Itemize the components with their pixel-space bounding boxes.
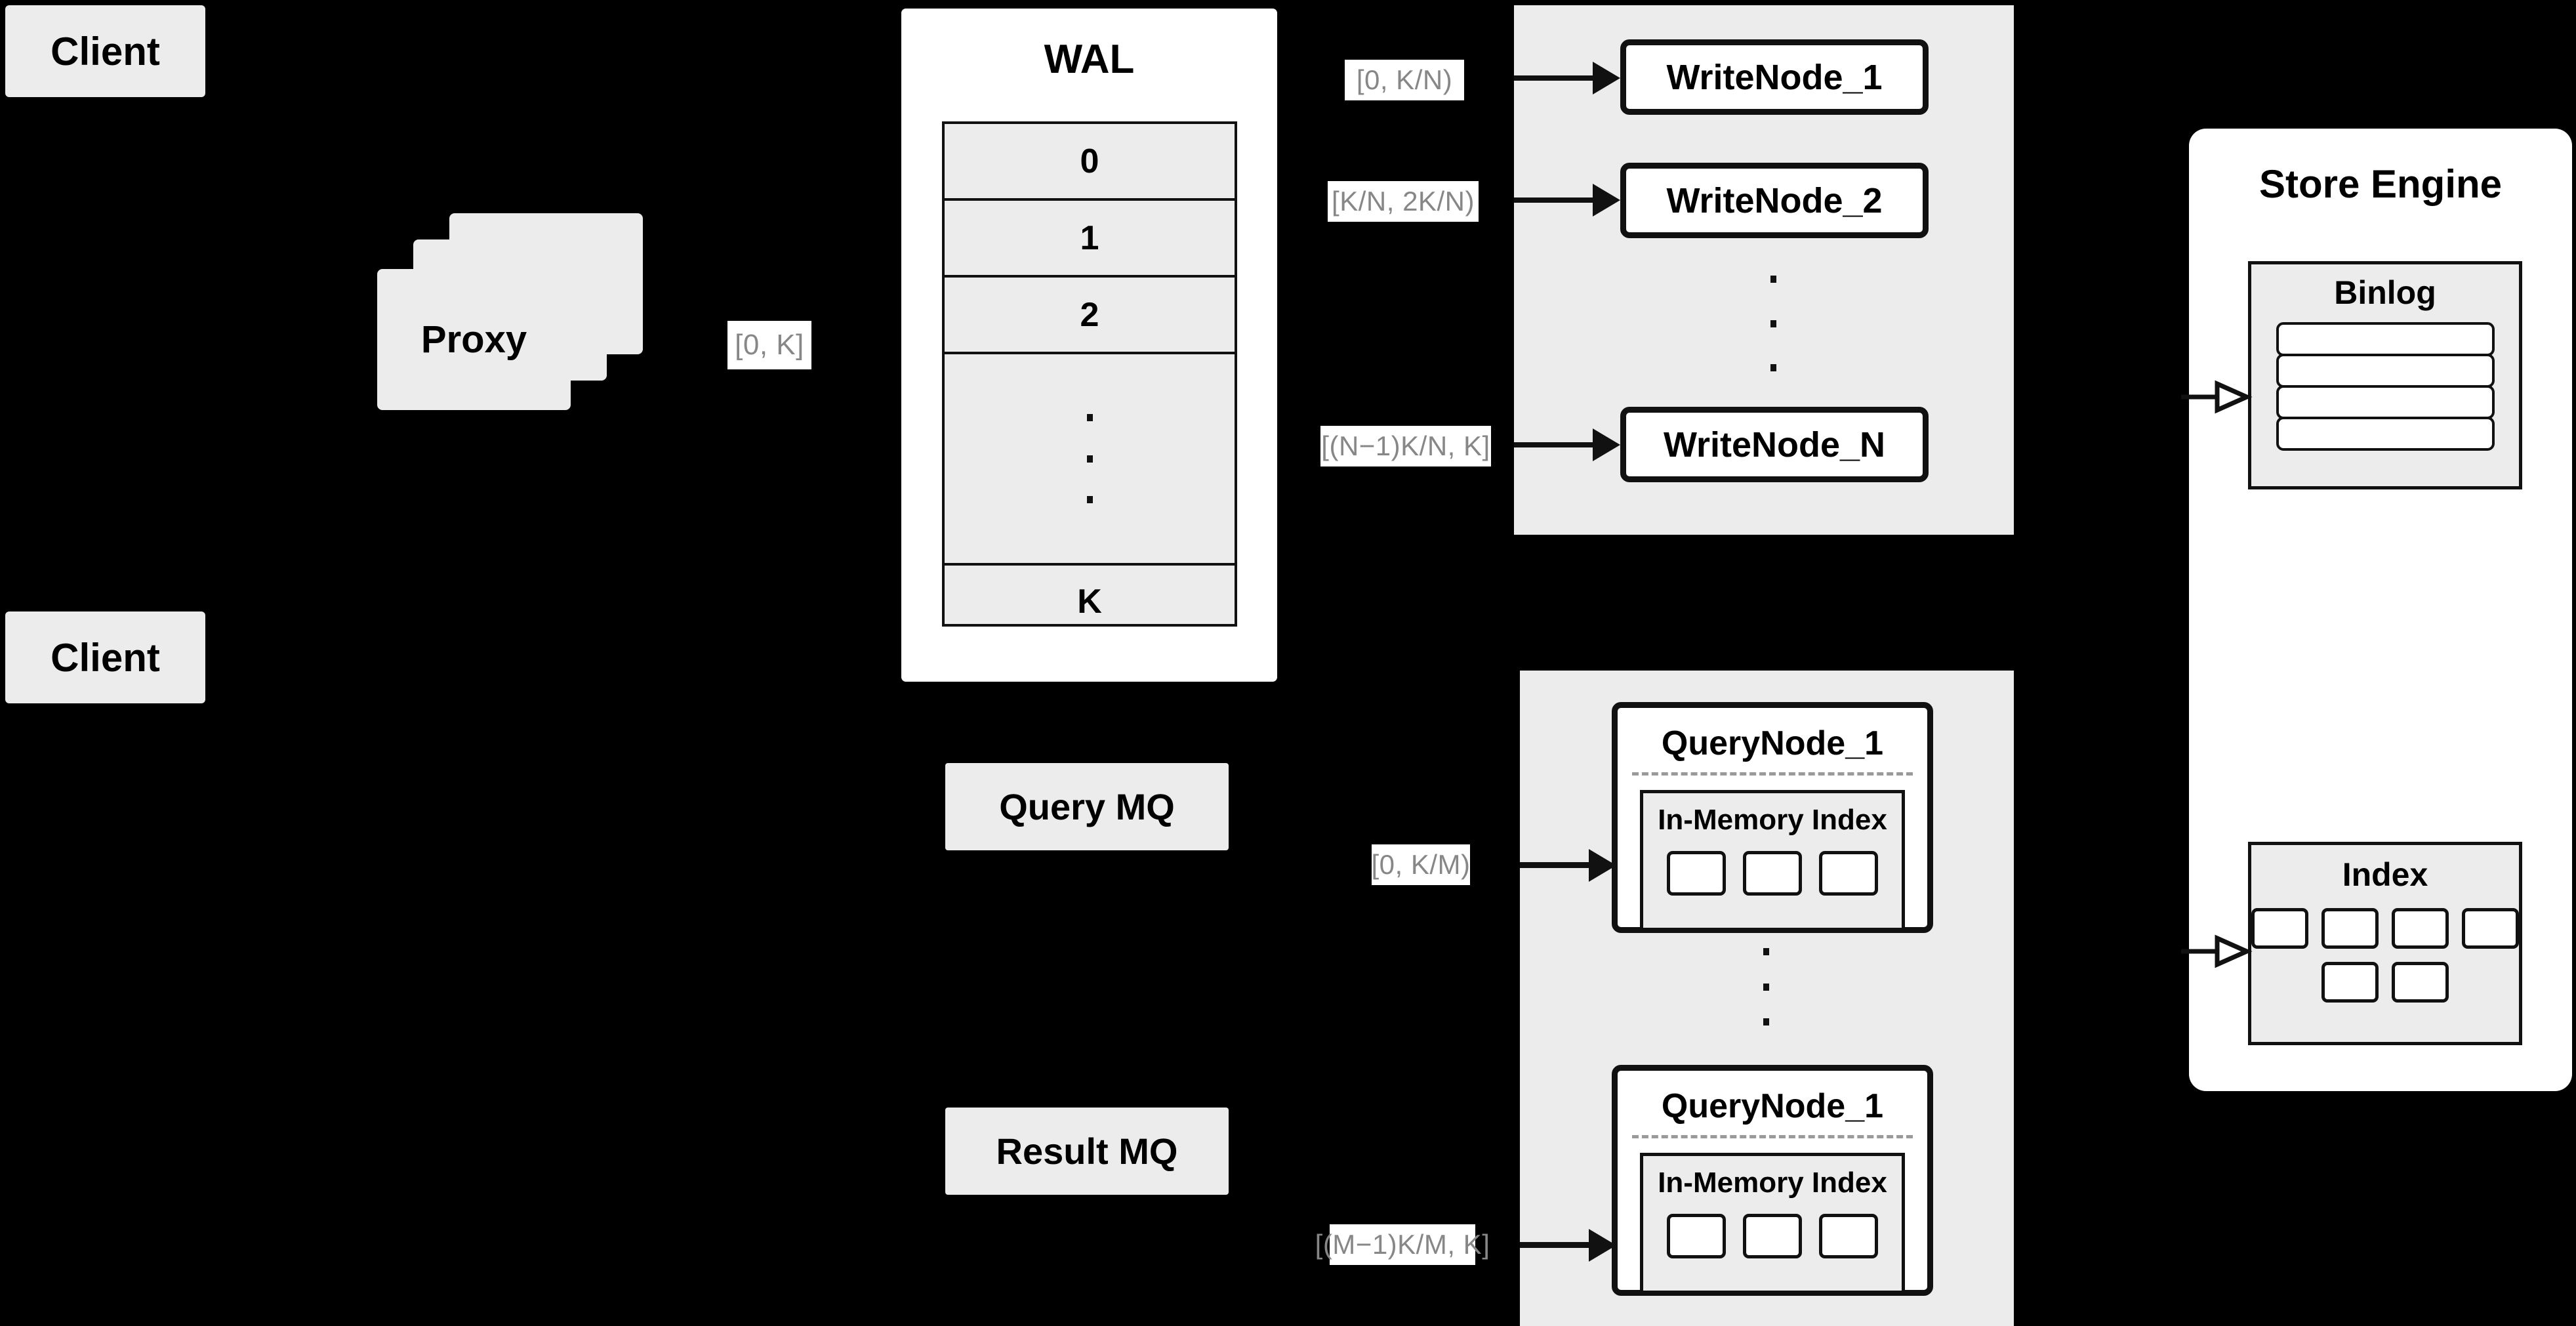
- label-write-node-n: [(N−1)K/N, K]: [1320, 426, 1491, 466]
- result-mq-label: Result MQ: [996, 1130, 1178, 1172]
- query-node-2-title: QueryNode_1: [1661, 1087, 1884, 1125]
- index-slot-4: [2462, 908, 2519, 949]
- arrow-head-query-1: [1589, 849, 1616, 882]
- wal-row-k: K: [1077, 583, 1102, 621]
- arrow-line-query-m: [1520, 1242, 1597, 1248]
- wal-row-0: 0: [945, 124, 1235, 201]
- query-node-2-divider: [1632, 1135, 1913, 1138]
- binlog-title: Binlog: [2334, 274, 2436, 311]
- binlog-row-1: [2276, 322, 2495, 356]
- client-label-top: Client: [51, 29, 160, 73]
- query-node-2-slot-2: [1743, 1214, 1802, 1258]
- wal-title: WAL: [1044, 37, 1135, 82]
- query-node-1-slot-3: [1819, 851, 1878, 896]
- arrow-line-write-2: [1514, 197, 1601, 203]
- query-node-2[interactable]: QueryNode_1 In-Memory Index: [1612, 1065, 1933, 1296]
- wal-ellipsis-dots: [1086, 414, 1093, 503]
- wal-row-ellipsis: [945, 354, 1235, 566]
- query-node-1-slot-1: [1667, 851, 1726, 896]
- query-node-2-inmemory-index: In-Memory Index: [1640, 1153, 1905, 1294]
- label-write-node-1: [0, K/N): [1345, 60, 1464, 100]
- write-node-2-label: WriteNode_2: [1666, 180, 1883, 220]
- index-slot-2: [2321, 908, 2379, 949]
- label-proxy-to-wal: [0, K]: [727, 321, 811, 369]
- query-node-1-inmemory-title: In-Memory Index: [1658, 804, 1887, 836]
- label-proxy-to-wal-text: [0, K]: [735, 329, 804, 361]
- arrow-line-write-1: [1514, 75, 1601, 81]
- write-node-1[interactable]: WriteNode_1: [1620, 39, 1929, 115]
- write-node-n[interactable]: WriteNode_N: [1620, 407, 1929, 482]
- binlog-group: Binlog: [2248, 261, 2522, 489]
- index-title: Index: [2342, 856, 2428, 893]
- arrow-head-write-1: [1593, 62, 1620, 94]
- write-cluster-ellipsis-dots: [1769, 276, 1777, 371]
- label-write-node-2: [K/N, 2K/N): [1328, 181, 1479, 222]
- query-mq-box[interactable]: Query MQ: [945, 763, 1229, 850]
- query-node-2-inmemory-title: In-Memory Index: [1658, 1167, 1887, 1199]
- arrow-head-query-m: [1589, 1229, 1616, 1262]
- client-label-bottom: Client: [51, 635, 160, 680]
- arrow-line-write-n: [1514, 442, 1601, 447]
- client-box-top[interactable]: Client: [5, 5, 205, 97]
- query-mq-label: Query MQ: [999, 786, 1175, 827]
- index-slot-6: [2392, 962, 2449, 1003]
- write-node-n-label: WriteNode_N: [1663, 425, 1886, 465]
- arrow-head-write-n: [1593, 428, 1620, 461]
- proxy-stack[interactable]: Proxy: [377, 213, 672, 433]
- result-mq-box[interactable]: Result MQ: [945, 1108, 1229, 1195]
- arrow-head-write-2: [1593, 184, 1620, 217]
- client-box-bottom[interactable]: Client: [5, 611, 205, 703]
- query-node-1-divider: [1632, 772, 1913, 776]
- label-query-node-m: [(M−1)K/M, K]: [1315, 1224, 1490, 1265]
- arrow-to-index: [2181, 934, 2253, 968]
- store-engine-title: Store Engine: [2259, 162, 2503, 206]
- write-node-2[interactable]: WriteNode_2: [1620, 163, 1929, 238]
- proxy-label: Proxy: [420, 318, 527, 361]
- wal-entry-table: 0 1 2 K: [942, 121, 1237, 627]
- write-node-1-label: WriteNode_1: [1666, 57, 1883, 97]
- proxy-stack-layer-1[interactable]: Proxy: [377, 269, 571, 410]
- binlog-row-4: [2276, 417, 2495, 451]
- query-node-2-slot-1: [1667, 1214, 1726, 1258]
- index-group: Index: [2248, 842, 2522, 1045]
- wal-row-2: 2: [945, 278, 1235, 354]
- query-node-1[interactable]: QueryNode_1 In-Memory Index: [1612, 702, 1933, 933]
- binlog-row-3: [2276, 385, 2495, 419]
- binlog-row-2: [2276, 354, 2495, 388]
- query-node-2-slot-3: [1819, 1214, 1878, 1258]
- query-node-1-inmemory-index: In-Memory Index: [1640, 790, 1905, 931]
- label-query-node-1: [0, K/M): [1371, 844, 1470, 885]
- index-slot-5: [2321, 962, 2379, 1003]
- index-slot-1: [2251, 908, 2308, 949]
- query-node-1-title: QueryNode_1: [1661, 724, 1884, 762]
- wal-row-1: 1: [945, 201, 1235, 278]
- arrow-line-query-1: [1520, 862, 1597, 868]
- query-cluster-ellipsis-dots: [1762, 948, 1770, 1026]
- index-slot-3: [2392, 908, 2449, 949]
- query-node-1-slot-2: [1743, 851, 1802, 896]
- arrow-to-binlog: [2181, 380, 2253, 414]
